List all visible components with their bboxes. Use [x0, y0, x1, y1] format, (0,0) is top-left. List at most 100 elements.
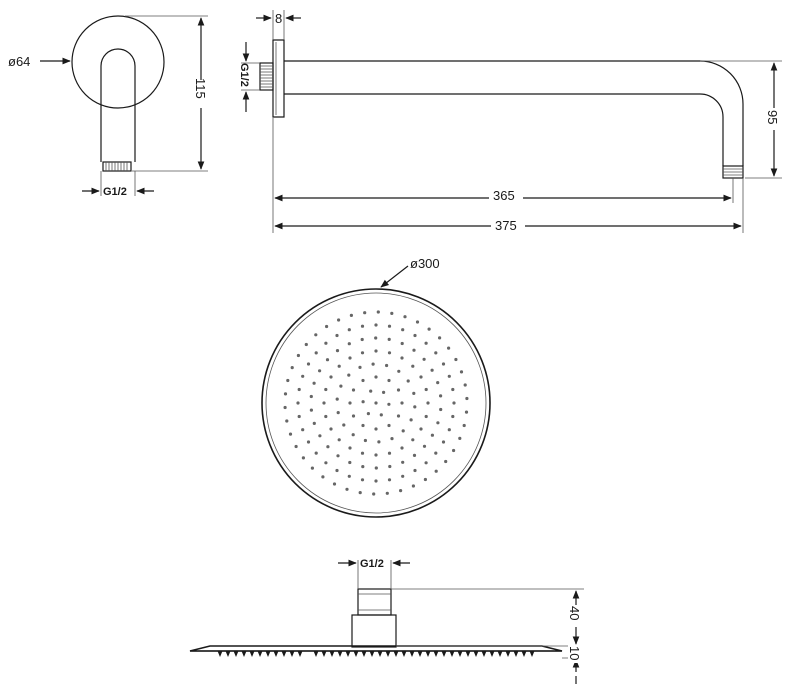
nozzle-hole [412, 453, 417, 457]
nozzle-hole [296, 353, 300, 358]
nozzle-tip [433, 651, 439, 657]
nozzle-hole [374, 375, 378, 379]
nozzle-hole [312, 421, 316, 425]
nozzle-tip [377, 651, 383, 657]
nozzle-hole [400, 446, 404, 450]
nozzle-hole [411, 484, 415, 488]
nozzle-hole [347, 474, 351, 478]
nozzle-hole [324, 461, 328, 465]
nozzle-hole [351, 414, 356, 418]
nozzle-hole [286, 378, 290, 383]
nozzle-tip [401, 651, 407, 657]
nozzle-hole [451, 387, 455, 392]
nozzle-hole [329, 375, 333, 379]
head-side-view: G1/2 40 10 [189, 558, 584, 684]
nozzle-hole [325, 324, 329, 329]
nozzle-tip [321, 651, 327, 657]
nozzle-hole [387, 378, 391, 383]
nozzle-hole [412, 348, 416, 352]
nozzle-hole [361, 378, 365, 383]
nozzle-hole [336, 454, 340, 458]
nozzle-hole [374, 336, 378, 340]
nozzle-hole [301, 374, 305, 378]
nozzle-hole [294, 444, 298, 449]
nozzle-hole [348, 460, 352, 465]
nozzle-hole [360, 351, 365, 355]
nozzle-hole [322, 401, 326, 405]
nozzle-holes [283, 310, 469, 496]
nozzle-hole [434, 351, 438, 355]
nozzle-hole [415, 320, 420, 324]
flange-height-label: 115 [193, 78, 208, 99]
nozzle-hole [439, 394, 443, 398]
nozzle-hole [411, 364, 415, 368]
nozzle-hole [459, 370, 464, 374]
nozzle-hole [396, 414, 401, 418]
nozzle-hole [325, 358, 330, 362]
nozzle-hole [372, 492, 376, 496]
nozzle-hole [371, 362, 375, 366]
nozzle-hole [427, 327, 431, 331]
nozzle-hole [387, 402, 391, 406]
nozzle-hole [347, 328, 351, 332]
nozzle-hole [465, 396, 469, 401]
flange-thickness-label: 8 [275, 11, 282, 26]
nozzle-hole [424, 341, 428, 345]
nozzle-hole [360, 478, 365, 482]
nozzle-hole [387, 324, 392, 328]
nozzle-hole [400, 341, 404, 346]
nozzle-hole [374, 349, 378, 353]
nozzle-hole [439, 407, 443, 412]
nozzle-hole [413, 405, 417, 409]
nozzle-hole [422, 444, 427, 448]
nozzle-tip [249, 651, 255, 657]
nozzle-hole [452, 401, 456, 405]
nozzle-hole [345, 487, 349, 491]
nozzle-hole [363, 311, 367, 315]
nozzle-hole [318, 434, 322, 438]
nozzle-hole [288, 432, 293, 436]
nozzle-hole [397, 369, 401, 373]
nozzle-tip [465, 651, 471, 657]
nozzle-tip [345, 651, 351, 657]
nozzle-hole [390, 311, 394, 315]
nozzle-hole [312, 381, 316, 385]
nozzle-hole [385, 363, 389, 368]
nozzle-tip [473, 651, 479, 657]
nozzle-hole [348, 401, 352, 405]
nozzle-hole [374, 479, 378, 483]
nozzle-hole [314, 333, 318, 337]
nozzle-hole [318, 369, 322, 373]
nozzle-hole [361, 400, 365, 404]
nozzle-tip [233, 651, 239, 657]
arm-length-total-label: 375 [495, 218, 517, 233]
head-connector-height-label: 40 [567, 606, 582, 620]
nozzle-hole [434, 469, 438, 473]
nozzle-hole [283, 405, 287, 410]
nozzle-hole [406, 379, 410, 383]
nozzle-hole [401, 429, 405, 433]
nozzle-hole [422, 357, 426, 361]
nozzle-hole [290, 366, 294, 370]
nozzle-hole [374, 323, 378, 327]
nozzle-hole [335, 333, 339, 338]
nozzle-hole [441, 362, 446, 366]
nozzle-hole [411, 438, 415, 442]
flange-thread-label: G1/2 [103, 186, 127, 198]
nozzle-hole [447, 428, 451, 432]
nozzle-hole [377, 440, 381, 444]
nozzle-hole [382, 390, 386, 394]
nozzle-hole [426, 401, 430, 405]
nozzle-hole [374, 401, 378, 405]
nozzle-hole [401, 328, 405, 332]
nozzle-tip [409, 651, 415, 657]
nozzle-hole [401, 460, 405, 464]
arm-thread-label: G1/2 [238, 63, 250, 87]
nozzle-row [217, 651, 535, 657]
nozzle-hole [335, 468, 339, 473]
nozzle-hole [349, 313, 353, 317]
nozzle-hole [304, 342, 308, 347]
nozzle-tip [329, 651, 335, 657]
nozzle-hole [385, 491, 389, 495]
